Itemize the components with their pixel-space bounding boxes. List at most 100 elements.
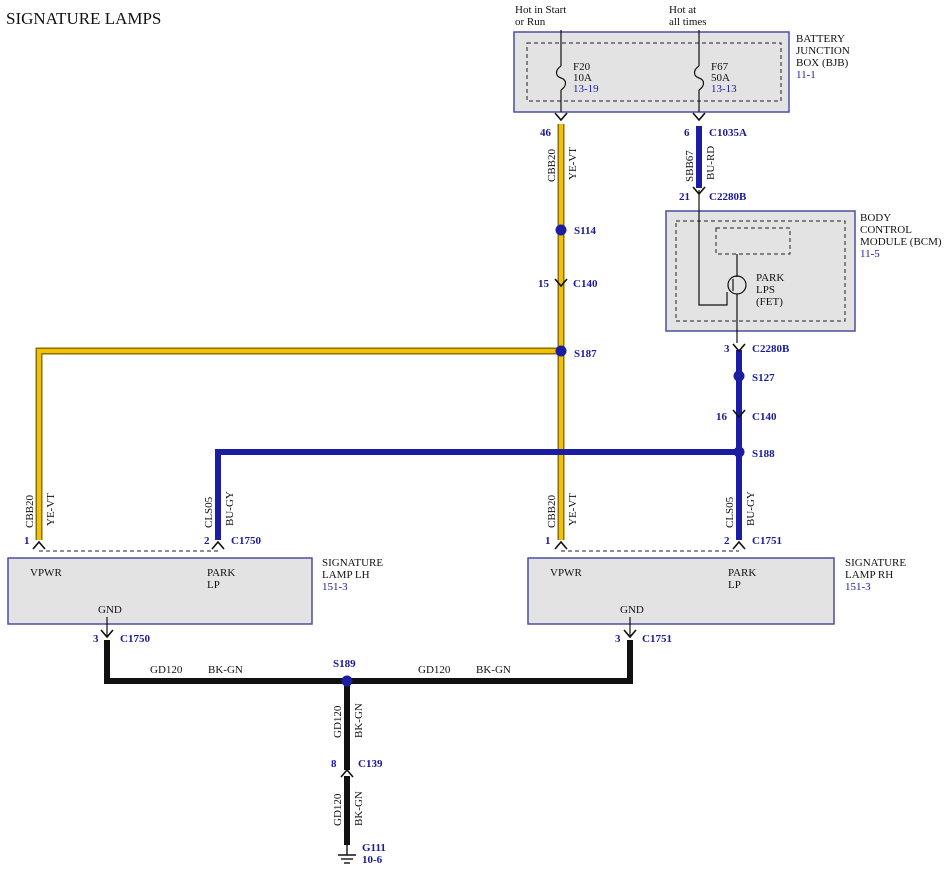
feed-start-run-line2: or Run <box>515 16 546 28</box>
chevron-c1750-1-icon <box>32 540 46 550</box>
c140-right-label: C140 <box>752 411 777 423</box>
c1750-pin-2: 2 <box>204 535 210 547</box>
label-gd120-left-color: BK-GN <box>208 664 243 676</box>
c2280b-pin-3: 3 <box>724 343 730 355</box>
feed-all-times-line1: Hot at <box>669 4 696 16</box>
body-control-module: PARK LPS (FET) <box>665 190 856 343</box>
bcm-outline <box>665 210 856 332</box>
lamp-lh-label-line1: SIGNATURE <box>322 557 383 569</box>
splice-s127-label: S127 <box>752 372 775 384</box>
bcm-driver-line2: LPS <box>756 284 775 296</box>
label-cbb20-rh-color: YE-VT <box>567 493 579 526</box>
label-cbb20-top-color: YE-VT <box>567 147 579 180</box>
gd120-bus <box>104 640 633 684</box>
c2280b-bottom-label: C2280B <box>752 343 790 355</box>
c1751-bottom-label: C1751 <box>642 633 672 645</box>
lamp-lh-gnd: GND <box>98 604 122 616</box>
fuse-f20-icon <box>555 65 567 91</box>
fuse-f67-name: F67 <box>711 61 729 73</box>
label-cls05-rh-color: BU-GY <box>745 491 757 526</box>
cbb20-branch-outline <box>35 347 561 540</box>
bjb-outline <box>513 31 790 113</box>
chevron-c1751-1-icon <box>554 540 568 550</box>
lamp-rh-label-line2: LAMP RH <box>845 569 893 581</box>
label-cbb20-lh-circuit: CBB20 <box>24 494 36 528</box>
c1750-pin-1: 1 <box>24 535 30 547</box>
chevron-c2280b-3-icon <box>732 343 746 353</box>
c1035a-label: C1035A <box>709 127 747 139</box>
splice-s189-label: S189 <box>333 658 356 670</box>
label-gd120-lower-color: BK-GN <box>353 791 365 826</box>
bjb-label-line3: BOX (BJB) <box>796 57 849 69</box>
bjb-pin-46: 46 <box>540 127 552 139</box>
fuse-f20-rating: 10A <box>573 72 592 84</box>
ground-ref: 10-6 <box>362 854 383 866</box>
c1750-pin-3: 3 <box>93 633 99 645</box>
c1750-bottom-label: C1750 <box>120 633 150 645</box>
fuse-f67-ref: 13-13 <box>711 83 737 95</box>
label-sbb67-color: BU-RD <box>705 146 717 180</box>
label-cbb20-top-circuit: CBB20 <box>546 148 558 182</box>
lamp-rh-park-line2: LP <box>728 579 741 591</box>
c2280b-pin-21: 21 <box>679 191 690 203</box>
splice-s187-label: S187 <box>574 348 597 360</box>
splices <box>341 224 745 687</box>
bcm-label-line1: BODY <box>860 212 891 224</box>
label-gd120-upper-color: BK-GN <box>353 703 365 738</box>
chevron-c139-icon <box>340 768 354 778</box>
wire-cbb20 <box>35 124 565 540</box>
bjb-label-line1: BATTERY <box>796 33 845 45</box>
ground-name: G111 <box>362 842 386 854</box>
lamp-rh-vpwr: VPWR <box>550 567 582 579</box>
lamp-rh-park-line1: PARK <box>728 567 756 579</box>
c1035a-pin: 6 <box>684 127 690 139</box>
bcm-driver-line1: PARK <box>756 272 784 284</box>
wire-labels: CBB20 YE-VT SBB67 BU-RD CBB20 YE-VT CLS0… <box>24 146 757 826</box>
label-cls05-lh-circuit: CLS05 <box>203 496 215 528</box>
fuse-f67-rating: 50A <box>711 72 730 84</box>
ground-icon <box>338 845 356 864</box>
diagram-title: SIGNATURE LAMPS <box>6 9 161 28</box>
c139-label: C139 <box>358 758 383 770</box>
splice-s188-icon <box>733 446 745 458</box>
signature-lamp-rh: VPWR PARK LP GND <box>527 557 835 637</box>
bjb-ref: 11-1 <box>796 69 816 81</box>
fuse-f67-icon <box>693 65 705 91</box>
label-gd120-upper-circuit: GD120 <box>332 705 344 738</box>
lamp-lh-ref: 151-3 <box>322 581 348 593</box>
bcm-supply-trace <box>698 190 728 306</box>
chevron-bjb-46-icon <box>554 112 568 122</box>
c139-pin-8: 8 <box>331 758 337 770</box>
lamp-lh-park-line2: LP <box>207 579 220 591</box>
bcm-logic-block <box>715 227 791 255</box>
signature-lamp-lh: VPWR PARK LP GND <box>7 557 313 637</box>
label-gd120-lower-circuit: GD120 <box>332 793 344 826</box>
c140-pin-16: 16 <box>716 411 728 423</box>
cbb20-branch <box>37 349 561 540</box>
splice-s187-icon <box>555 345 567 357</box>
c140-left-label: C140 <box>573 278 598 290</box>
splice-s114-label: S114 <box>574 225 597 237</box>
label-cls05-rh-circuit: CLS05 <box>724 496 736 528</box>
feed-start-run-line1: Hot in Start <box>515 4 566 16</box>
splice-s188-label: S188 <box>752 448 775 460</box>
lamp-rh-ref: 151-3 <box>845 581 871 593</box>
connector-chevrons <box>32 112 746 778</box>
label-cls05-lh-color: BU-GY <box>224 491 236 526</box>
chevron-c140-15-icon <box>554 278 568 288</box>
chevron-c1751-2-icon <box>732 540 746 550</box>
lamp-lh-vpwr: VPWR <box>30 567 62 579</box>
lamp-lh-label-line2: LAMP LH <box>322 569 370 581</box>
c140-pin-15: 15 <box>538 278 550 290</box>
lamp-rh-outline <box>527 557 835 625</box>
c1751-pin-1: 1 <box>545 535 551 547</box>
fuse-f20-ref: 13-19 <box>573 83 599 95</box>
splice-s127-icon <box>733 370 745 382</box>
splice-s189-icon <box>341 675 353 687</box>
c1751-top-label: C1751 <box>752 535 782 547</box>
lamp-lh-outline <box>7 557 313 625</box>
label-gd120-right-color: BK-GN <box>476 664 511 676</box>
bcm-internal-boundary <box>675 220 846 322</box>
lamp-rh-label-line1: SIGNATURE <box>845 557 906 569</box>
splice-s114-icon <box>555 224 567 236</box>
